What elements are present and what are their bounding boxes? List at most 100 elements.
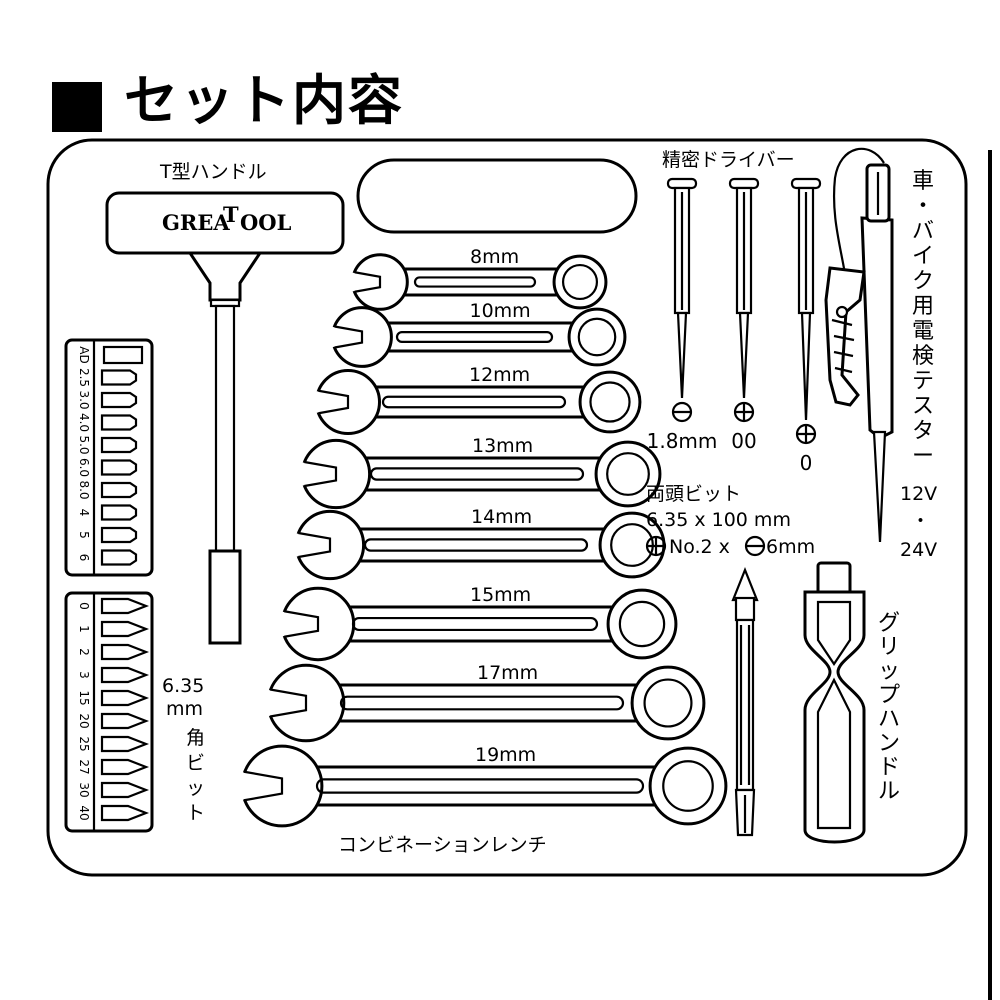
tester-clip [824, 266, 866, 407]
grip-handle-label-char: プ [878, 683, 900, 708]
tester-voltage-12: 12V [900, 483, 937, 505]
grip-handle-label-char: ハ [878, 707, 900, 732]
grip-handle-label-char: ル [878, 779, 900, 804]
tester-label-char: テ [912, 369, 934, 394]
socket-size-label: AD [77, 346, 91, 363]
socket-size-label: 6.0 [77, 458, 91, 477]
phillips-icon [733, 401, 755, 423]
socket-size-label: 2.5 [77, 368, 91, 387]
tester-label-char: 電 [912, 319, 934, 344]
wrench-ring-hole [561, 263, 599, 301]
bit-size-label: 30 [77, 782, 91, 797]
wrench-jaw [270, 688, 308, 718]
socket-size-label: 4 [77, 509, 91, 517]
bit-size-a: 6.35 [162, 675, 204, 697]
driver-cap [666, 177, 698, 190]
wrench-jaw-gap [313, 390, 348, 414]
grip-handle-body [803, 590, 866, 844]
bit-name-char: ビ [186, 752, 205, 774]
wrench-size-label: 15mm [470, 584, 531, 606]
wrench-ring-end [552, 254, 608, 310]
bit-name-char: ト [186, 802, 205, 824]
square-bit [100, 735, 150, 753]
driver-size-label: 1.8mm [647, 429, 718, 453]
wrench-19mm: 19mm [239, 744, 728, 828]
bit-name-char: ッ [186, 777, 205, 799]
wrench-jaw-gap [293, 533, 330, 557]
wrench-groove [351, 616, 599, 632]
bit-size-b: mm [166, 698, 203, 720]
grip-handle-label-char: リ [878, 635, 900, 660]
driver-cap [790, 177, 822, 190]
square-bit [100, 643, 150, 661]
wrench-size-label: 13mm [472, 435, 533, 457]
wrench-15mm: 15mm [279, 584, 678, 662]
brand-logo-right: OOL [240, 210, 292, 235]
socket-size-label: 6 [77, 554, 91, 562]
slotted-icon [671, 401, 693, 423]
bit-name-char: 角 [186, 727, 205, 749]
wrench-jaw-gap [349, 272, 380, 292]
grip-handle-label-char: グ [878, 611, 900, 636]
wrench-ring-hole [577, 317, 617, 357]
brand-logo-left: GREA [162, 210, 230, 235]
wrench-groove [395, 331, 554, 344]
wrench-size-label: 10mm [470, 300, 531, 322]
square-bit [100, 758, 150, 776]
socket-size-label: 8.0 [77, 480, 91, 499]
phillips-icon [795, 423, 817, 445]
tester-clip-pivot [835, 305, 849, 319]
t-handle-shaft [214, 304, 236, 553]
wrench-jaw [243, 770, 284, 802]
wrench-ring-end [594, 440, 662, 508]
socket-bits [100, 345, 144, 566]
hex-bit [100, 436, 138, 454]
hex-bit [100, 549, 138, 566]
wrench-jaw-gap [279, 611, 318, 637]
wrench-groove [369, 467, 585, 481]
header-square-icon [52, 82, 102, 132]
tester-label-char: ・ [912, 194, 934, 219]
wrench-10mm: 10mm [329, 300, 627, 368]
driver-tip [800, 311, 812, 421]
wrench-jaw-gap [265, 689, 306, 717]
wrench-body [346, 385, 612, 419]
double-bit-phillips-icon [645, 535, 667, 557]
socket-size-label: 3.0 [77, 390, 91, 409]
driver-tip [738, 311, 750, 399]
hex-bit [100, 391, 138, 409]
driver-cap [728, 177, 760, 190]
bit-size-label: 0 [77, 602, 91, 610]
tester-label-char: 用 [912, 294, 934, 319]
driver-size-label: 00 [731, 429, 756, 453]
hex-bit [100, 526, 138, 544]
t-handle-socket [208, 549, 242, 645]
hex-bit [100, 504, 138, 521]
hex-bit [100, 369, 138, 386]
wrench-12mm: 12mm [313, 364, 642, 435]
precision-driver-3: 0 [790, 177, 822, 475]
driver-size-label: 0 [800, 451, 813, 475]
bit-size-label: 2 [77, 648, 91, 656]
wrench-ring-hole [589, 381, 631, 423]
square-bit [100, 620, 150, 638]
wrench-13mm: 13mm [299, 435, 662, 510]
wrench-size-label: 17mm [477, 662, 538, 684]
square-bit [100, 781, 150, 799]
bit-size-label: 20 [77, 713, 91, 728]
grip-handle-label-char: ド [878, 755, 900, 780]
double-bit-title: 両頭ビット [646, 483, 741, 505]
socket-size-label: 5.0 [77, 435, 91, 454]
socket-adapter [102, 345, 144, 365]
combination-wrench-label: コンビネーションレンチ [338, 834, 547, 856]
wrench-body [378, 267, 582, 297]
tester-label-char: タ [912, 419, 934, 444]
tester-label: 車・バイク用電検テスター [912, 169, 934, 469]
tester-label-char: イ [912, 244, 934, 269]
wrench-groove [339, 695, 625, 711]
wrench-groove [315, 778, 645, 794]
square-bit [100, 804, 150, 822]
wrench-jaw [334, 325, 364, 349]
